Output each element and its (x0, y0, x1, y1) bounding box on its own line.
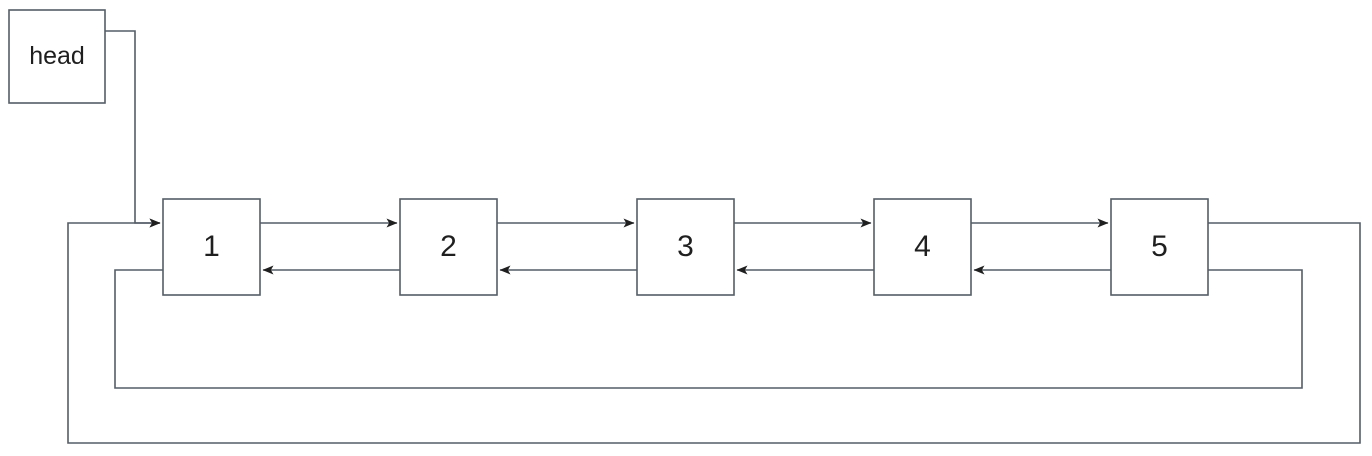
list-node-4[interactable]: 4 (873, 198, 972, 296)
nodes-layer: head 1 2 3 4 5 (8, 9, 1209, 296)
list-node-1[interactable]: 1 (162, 198, 261, 296)
list-node-3-label: 3 (677, 230, 694, 263)
list-node-2-rect[interactable] (399, 198, 498, 296)
head-node-rect[interactable] (8, 9, 106, 104)
edge-prev-1-to-5-wraparound (114, 265, 1303, 389)
list-node-4-label: 4 (914, 230, 931, 263)
list-node-4-rect[interactable] (873, 198, 972, 296)
list-node-1-rect[interactable] (162, 198, 261, 296)
edges-layer (67, 30, 1361, 444)
list-node-2-label: 2 (440, 230, 457, 263)
list-node-5-rect[interactable] (1110, 198, 1209, 296)
edge-next-5-to-1-wraparound (67, 218, 1361, 444)
head-node-label: head (29, 42, 85, 70)
list-node-1-label: 1 (203, 230, 220, 263)
list-node-5[interactable]: 5 (1110, 198, 1209, 296)
edge-head-to-node-1 (105, 30, 161, 228)
list-node-3[interactable]: 3 (636, 198, 735, 296)
list-node-3-rect[interactable] (636, 198, 735, 296)
head-node[interactable]: head (8, 9, 106, 104)
list-node-5-label: 5 (1151, 230, 1168, 263)
list-node-2[interactable]: 2 (399, 198, 498, 296)
